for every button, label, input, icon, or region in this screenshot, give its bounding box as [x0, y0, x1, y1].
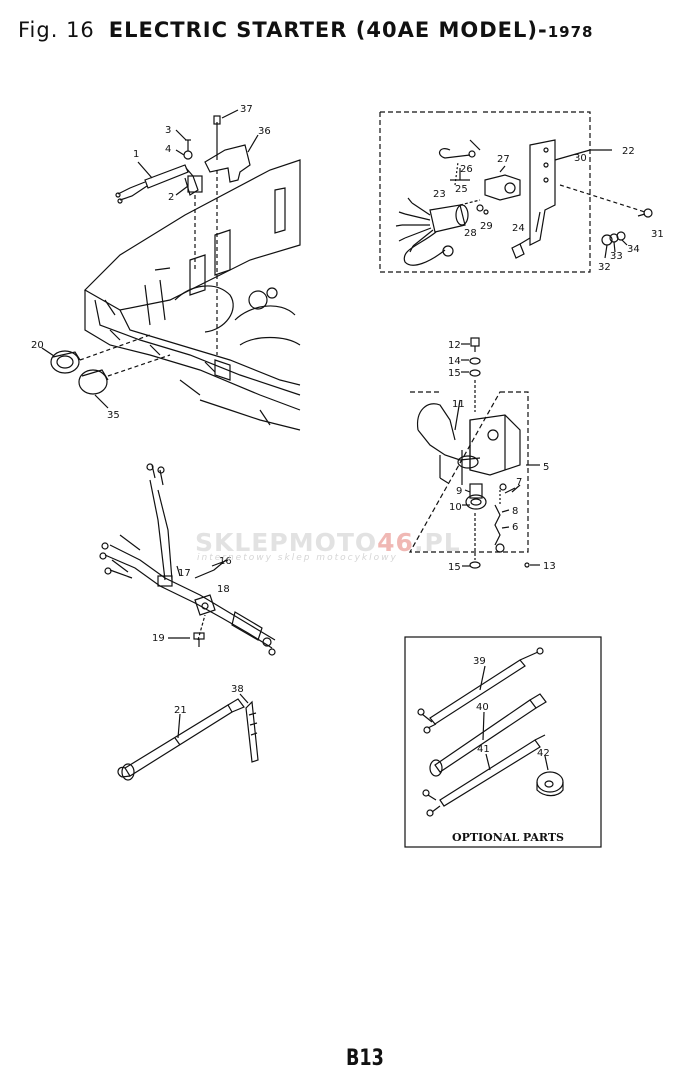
callout-15-upper: 15	[448, 368, 461, 379]
callout-8: 8	[512, 506, 518, 517]
relay-box	[408, 391, 529, 553]
callout-32: 32	[598, 262, 611, 273]
callout-31: 31	[651, 229, 664, 240]
callout-28: 28	[464, 228, 477, 239]
assembly-leader-lines	[79, 170, 218, 377]
callout-34: 34	[627, 244, 640, 255]
part-38-cable-tie	[239, 693, 259, 763]
callout-19: 19	[152, 633, 165, 644]
figure-title: Fig. 16 ELECTRIC STARTER (40AE MODEL)-197…	[18, 18, 593, 42]
callout-42: 42	[537, 748, 550, 759]
callout-24: 24	[512, 223, 525, 234]
callout-14: 14	[448, 356, 461, 367]
callout-7: 7	[516, 477, 522, 488]
part-1-harness-lead	[115, 161, 199, 204]
watermark-brand-c: .PL	[413, 528, 461, 557]
callout-9: 9	[456, 486, 462, 497]
callout-12: 12	[448, 340, 461, 351]
callout-3: 3	[165, 125, 171, 136]
part-21-extension-cable	[117, 698, 245, 781]
callout-2: 2	[168, 192, 174, 203]
callout-41: 41	[477, 744, 490, 755]
part-5-starter-relay	[416, 403, 540, 485]
part-19-screw	[168, 632, 205, 647]
callout-38: 38	[231, 684, 244, 695]
page-number: B13	[346, 1046, 384, 1071]
parts-24-29-switch-hardware	[438, 139, 541, 259]
figure-number: Fig. 16	[18, 18, 95, 42]
callout-33: 33	[610, 251, 623, 262]
callout-23: 23	[433, 189, 446, 200]
callout-leaders-top-right	[450, 161, 506, 186]
callout-37: 37	[240, 104, 253, 115]
optional-parts-label: OPTIONAL PARTS	[452, 831, 565, 844]
figure-heading: ELECTRIC STARTER (40AE MODEL)-	[108, 18, 548, 42]
parts-31-34-nuts	[601, 208, 653, 259]
watermark-brand-a: SKLEPMOTO	[195, 528, 378, 557]
callout-35: 35	[107, 410, 120, 421]
callout-26: 26	[460, 164, 473, 175]
callout-21: 21	[174, 705, 187, 716]
callout-30: 30	[574, 153, 587, 164]
parts-39-42-optional	[417, 647, 564, 817]
callout-13: 13	[543, 561, 556, 572]
callout-36: 36	[258, 126, 271, 137]
callout-4: 4	[165, 144, 171, 155]
parts-6-11-relay-fittings	[454, 399, 540, 569]
callout-20: 20	[31, 340, 44, 351]
callout-15-lower: 15	[448, 562, 461, 573]
callout-labels: 1 2 3 4 5 6 7 8 9 10 11 12 13 14 15 15 1…	[31, 104, 664, 759]
watermark-brand: SKLEPMOTO46.PL	[195, 528, 461, 557]
watermark-brand-b: 46	[377, 528, 414, 557]
callout-5: 5	[543, 462, 549, 473]
callout-22: 22	[622, 146, 635, 157]
parts-2-3-4-clamp-bolt	[175, 129, 203, 196]
parts-20-35-grommets	[41, 347, 109, 409]
callout-40: 40	[476, 702, 489, 713]
callout-29: 29	[480, 221, 493, 232]
callout-39: 39	[473, 656, 486, 667]
figure-year: 1978	[547, 23, 594, 41]
callout-1: 1	[133, 149, 139, 160]
part-22-30-bracket-plate	[529, 139, 646, 246]
optional-parts-frame	[404, 636, 602, 848]
parts-36-37-bracket-bolt	[204, 109, 259, 183]
switch-panel-box	[379, 111, 591, 273]
part-23-switch-with-wires	[395, 197, 469, 266]
callout-18: 18	[217, 584, 230, 595]
callout-27: 27	[497, 154, 510, 165]
callout-11: 11	[452, 399, 465, 410]
part-16-18-wire-harness	[99, 463, 276, 656]
callout-17: 17	[178, 568, 191, 579]
parts-12-14-15-bolt-washers	[461, 337, 481, 412]
callout-10: 10	[449, 502, 462, 513]
callout-6: 6	[512, 522, 518, 533]
callout-16: 16	[219, 556, 232, 567]
callout-25: 25	[455, 184, 468, 195]
watermark-tagline: internetowy sklep motocyklowy	[197, 553, 398, 563]
lower-cowl-drawing	[84, 159, 301, 431]
watermark: SKLEPMOTO46.PL internetowy sklep motocyk…	[195, 528, 461, 563]
